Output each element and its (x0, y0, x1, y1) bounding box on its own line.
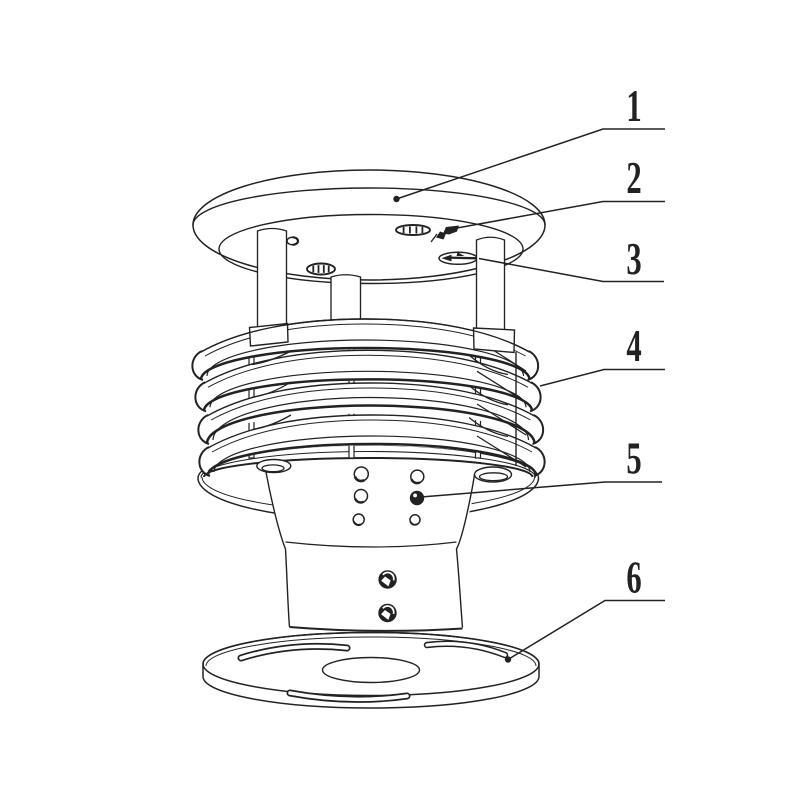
svg-text:4: 4 (626, 322, 641, 371)
svg-text:6: 6 (626, 554, 641, 603)
svg-text:3: 3 (626, 235, 641, 284)
svg-text:5: 5 (626, 435, 641, 484)
svg-text:1: 1 (626, 82, 641, 131)
svg-text:2: 2 (626, 154, 641, 203)
